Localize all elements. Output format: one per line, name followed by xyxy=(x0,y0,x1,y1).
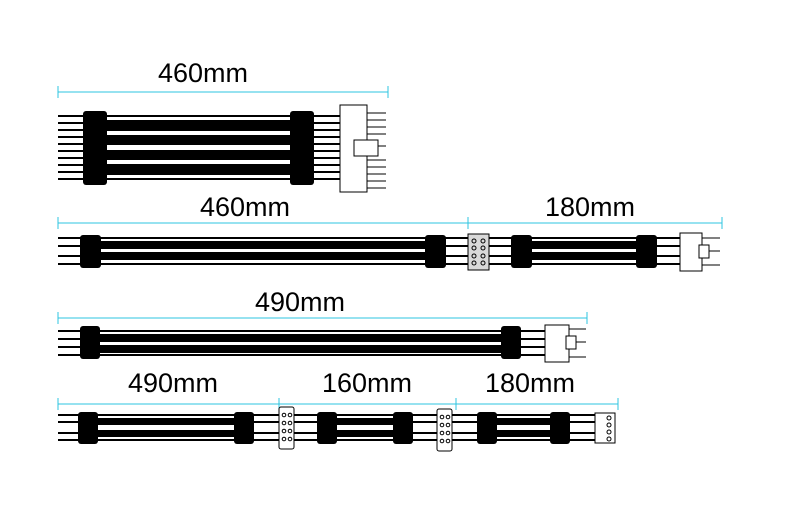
inline-connector xyxy=(436,408,453,452)
cable-comb xyxy=(78,412,98,444)
cable-comb xyxy=(317,412,337,444)
inline-connector xyxy=(467,233,490,271)
cable-comb xyxy=(511,235,532,268)
length-label: 460mm xyxy=(200,192,290,222)
length-label: 180mm xyxy=(545,192,635,222)
end-connector xyxy=(544,324,586,363)
cable-comb xyxy=(234,412,254,444)
sleeved-cables xyxy=(96,334,508,353)
length-label: 180mm xyxy=(485,368,575,398)
length-label: 460mm xyxy=(158,58,248,88)
length-label: 490mm xyxy=(255,287,345,317)
cable-comb xyxy=(425,235,446,268)
dimension-line xyxy=(57,217,723,229)
end-connector xyxy=(679,232,720,272)
length-label: 490mm xyxy=(128,368,218,398)
cable-comb xyxy=(83,111,107,185)
connector-24pin xyxy=(339,104,386,193)
length-label: 160mm xyxy=(322,368,412,398)
dimension-line xyxy=(57,398,619,410)
cable-comb xyxy=(477,412,497,444)
cable-comb xyxy=(80,235,101,268)
cable-4: 490mm 160mm 180mm xyxy=(57,368,619,452)
dimension-line xyxy=(57,86,389,98)
cable-2: 460mm 180mm xyxy=(57,192,723,272)
cable-comb xyxy=(501,326,521,359)
cable-comb xyxy=(636,235,657,268)
cable-comb xyxy=(550,412,570,444)
cable-comb xyxy=(290,111,314,185)
cable-comb xyxy=(80,326,100,359)
sleeved-cables xyxy=(96,241,646,260)
inline-connector xyxy=(278,406,295,450)
cable-1: 460mm xyxy=(57,58,389,193)
dimension-line xyxy=(57,312,588,324)
sleeved-cables xyxy=(100,120,294,175)
cable-3: 490mm xyxy=(57,287,588,363)
sleeved-cables xyxy=(94,418,558,437)
end-connector xyxy=(594,412,616,444)
cable-comb xyxy=(393,412,413,444)
